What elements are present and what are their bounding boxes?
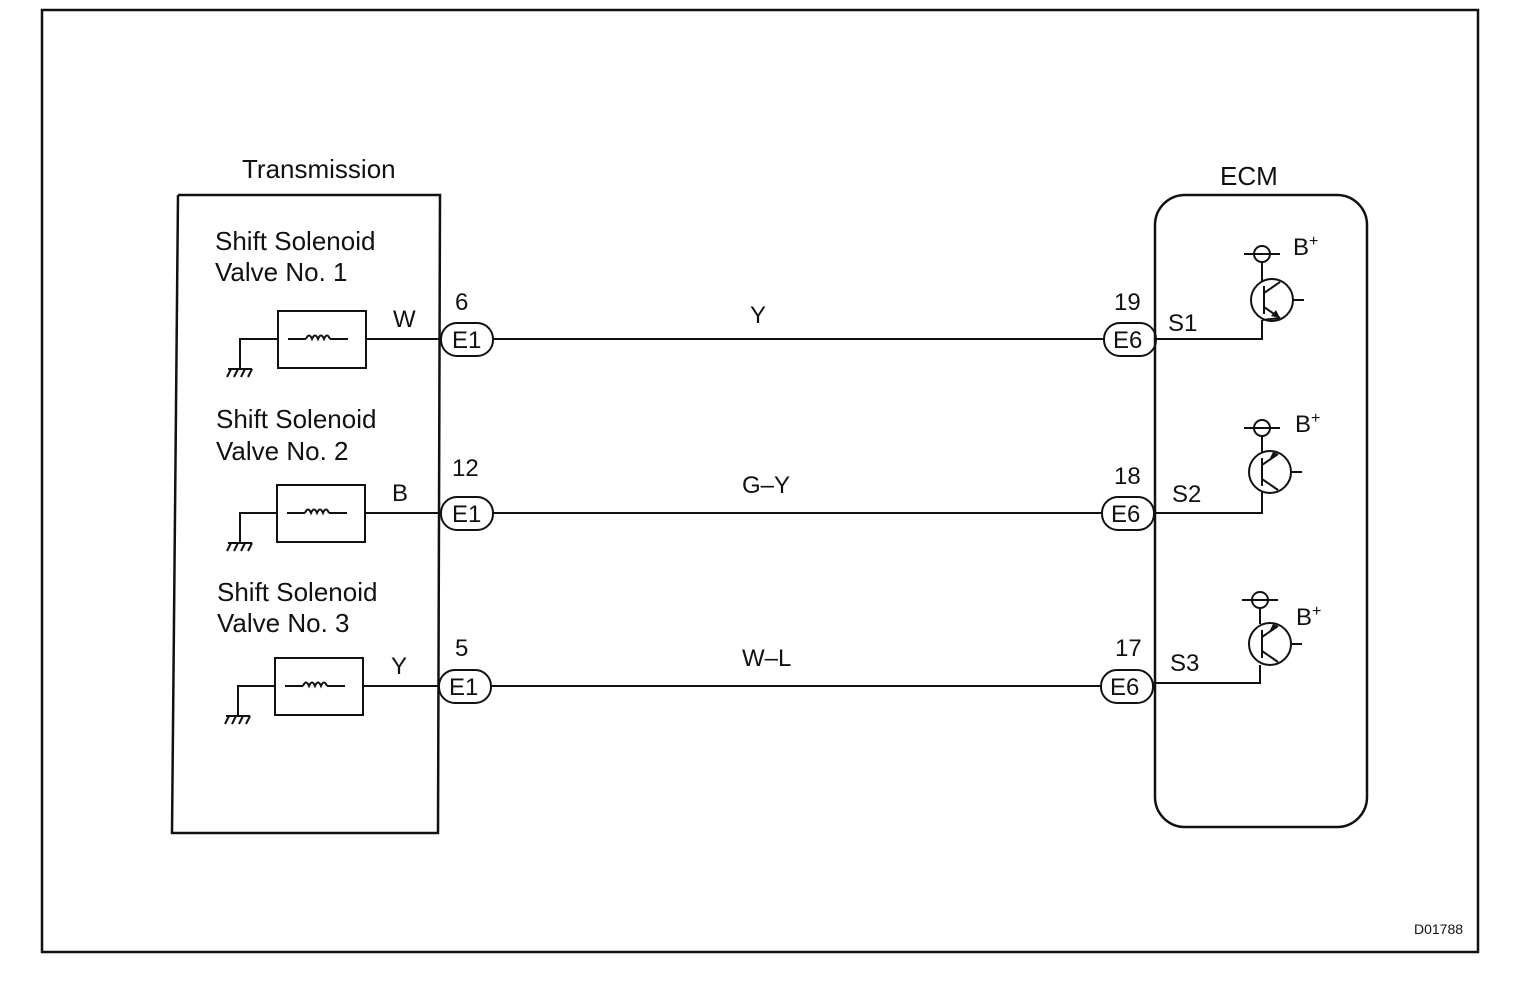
supply-terminal-icon	[1244, 419, 1280, 437]
diagram-frame	[40, 8, 1480, 954]
signal-label: S1	[1168, 310, 1197, 337]
harness-wire-color: G–Y	[742, 472, 790, 499]
supply-label: B+	[1295, 410, 1320, 438]
connector-label: E1	[452, 327, 481, 354]
transmission-box	[170, 193, 442, 835]
connector-label: E6	[1111, 501, 1140, 528]
wire-color-label: Y	[391, 653, 407, 680]
coil-icon	[287, 508, 347, 516]
pin-number: 19	[1114, 289, 1141, 316]
solenoid-valve-1: Shift Solenoid Valve No. 1 W	[215, 226, 440, 378]
ecm-driver-s1: S1 B+	[1156, 233, 1318, 340]
ecm-box	[1153, 193, 1369, 829]
ground-icon	[226, 542, 253, 552]
transistor-icon	[1248, 436, 1302, 494]
harness-wire-row-1: 6 E1 Y 19 E6	[440, 289, 1157, 357]
harness-wire-color: Y	[750, 302, 766, 329]
wire-color-label: B	[392, 480, 408, 507]
pin-number: 5	[455, 635, 468, 662]
solenoid-valve-3: Shift Solenoid Valve No. 3 Y	[217, 577, 438, 725]
pin-number: 17	[1115, 635, 1142, 662]
transmission-title: Transmission	[242, 154, 396, 184]
solenoid-valve-2: Shift Solenoid Valve No. 2 B	[216, 404, 440, 552]
connector-label: E6	[1110, 674, 1139, 701]
ecm-driver-s3: S3 B+	[1153, 591, 1321, 684]
ground-icon	[224, 715, 251, 725]
coil-icon	[285, 681, 345, 689]
connector-label: E6	[1113, 327, 1142, 354]
connector-e6	[1100, 669, 1154, 704]
solenoid-label-line1: Shift Solenoid	[216, 404, 376, 434]
supply-terminal-icon	[1242, 591, 1278, 609]
transistor-icon	[1250, 262, 1304, 322]
solenoid-label-line2: Valve No. 2	[216, 436, 348, 466]
ecm-title: ECM	[1220, 161, 1278, 191]
connector-label: E1	[449, 674, 478, 701]
solenoid-label-line1: Shift Solenoid	[215, 226, 375, 256]
solenoid-label-line2: Valve No. 1	[215, 257, 347, 287]
harness-wire-row-2: 12 E1 G–Y 18 E6	[440, 455, 1155, 531]
diagram-id: D01788	[1414, 921, 1463, 937]
ecm-driver-s2: S2 B+	[1154, 410, 1320, 514]
ground-icon	[226, 368, 253, 378]
solenoid-label-line1: Shift Solenoid	[217, 577, 377, 607]
pin-number: 12	[452, 455, 479, 482]
solenoid-label-line2: Valve No. 3	[217, 608, 349, 638]
harness-wire-color: W–L	[742, 645, 791, 672]
transistor-icon	[1248, 608, 1302, 666]
supply-terminal-icon	[1244, 245, 1280, 263]
connector-label: E1	[452, 501, 481, 528]
supply-label: B+	[1293, 233, 1318, 261]
harness-wire-row-3: 5 E1 W–L 17 E6	[438, 635, 1154, 704]
signal-label: S3	[1170, 650, 1199, 677]
signal-label: S2	[1172, 481, 1201, 508]
wire-color-label: W	[393, 306, 416, 333]
pin-number: 18	[1114, 463, 1141, 490]
coil-icon	[288, 334, 348, 342]
pin-number: 6	[455, 289, 468, 316]
supply-label: B+	[1296, 603, 1321, 631]
